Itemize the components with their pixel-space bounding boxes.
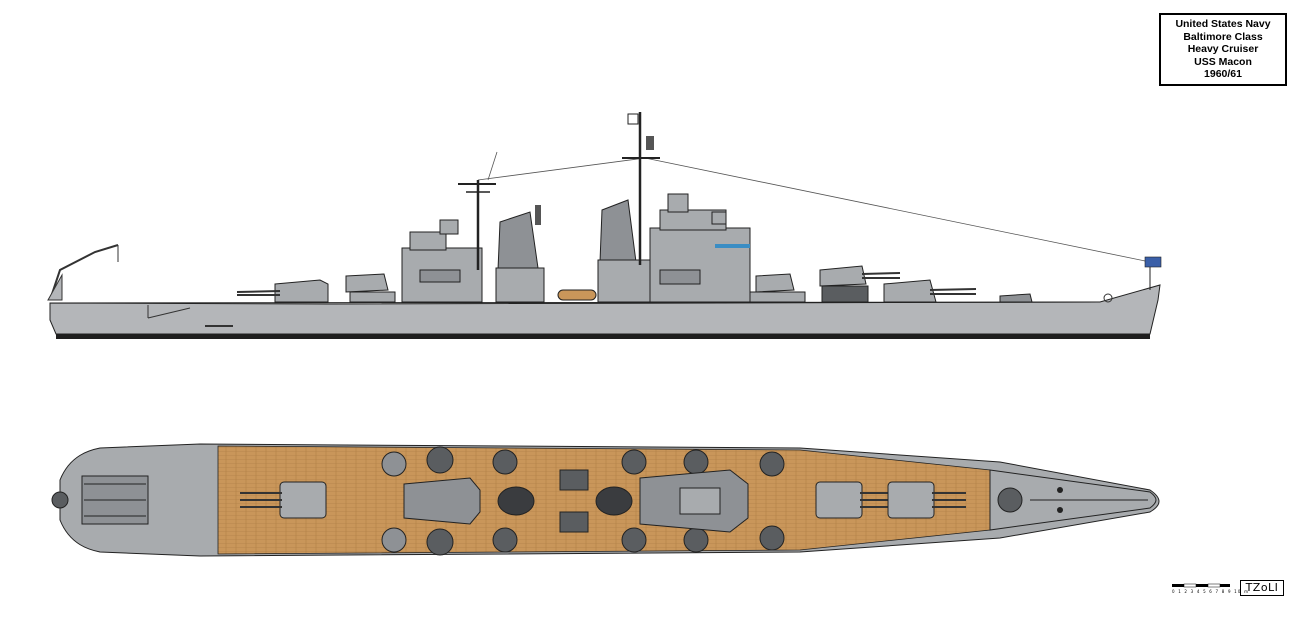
turret-aft-top <box>240 481 327 519</box>
bow-mount-top <box>997 487 1023 513</box>
title-line-ship: USS Macon <box>1194 55 1252 68</box>
title-line-navy: United States Navy <box>1175 18 1271 31</box>
artist-signature: TZoLI <box>1240 580 1284 596</box>
side-profile-view <box>47 112 1162 339</box>
rigging-wire-fore <box>644 157 1151 263</box>
secondary-mounts-top <box>381 446 785 556</box>
title-line-year: 1960/61 <box>1204 68 1242 81</box>
superstructure-aft-top <box>403 477 481 525</box>
bridge-superstructure <box>649 193 751 303</box>
boat <box>557 289 597 301</box>
funnel-aft <box>497 211 539 271</box>
title-line-type: Heavy Cruiser <box>1187 43 1259 56</box>
funnel-aft-top <box>497 486 535 516</box>
jack-flag <box>1144 256 1162 268</box>
turret-2-top <box>815 481 888 519</box>
scale-bar-label: 0 1 2 3 4 5 6 7 8 9 10 m <box>1172 589 1250 594</box>
mainmast <box>458 180 496 270</box>
funnel-fore-top <box>595 486 633 516</box>
turret-aft-side <box>236 279 329 303</box>
funnel-fore <box>599 199 637 263</box>
top-plan-view <box>51 443 1160 557</box>
superstructure-aft <box>401 219 483 303</box>
hull-side <box>49 284 1161 335</box>
rigging-wire-aft <box>477 157 646 181</box>
aircraft-crane <box>47 244 119 301</box>
turret-2-side <box>819 265 901 303</box>
boot-topping <box>56 334 1150 339</box>
scale-bar <box>1172 583 1230 588</box>
foremast <box>622 112 660 265</box>
fore-5in-mount <box>755 273 795 293</box>
rigging-wire-mast <box>487 151 498 181</box>
turret-1-top <box>887 481 966 519</box>
title-block: United States Navy Baltimore Class Heavy… <box>1159 13 1287 86</box>
title-line-class: Baltimore Class <box>1183 30 1263 43</box>
turret-1-side <box>883 279 977 303</box>
aft-5in-mount <box>345 273 389 293</box>
